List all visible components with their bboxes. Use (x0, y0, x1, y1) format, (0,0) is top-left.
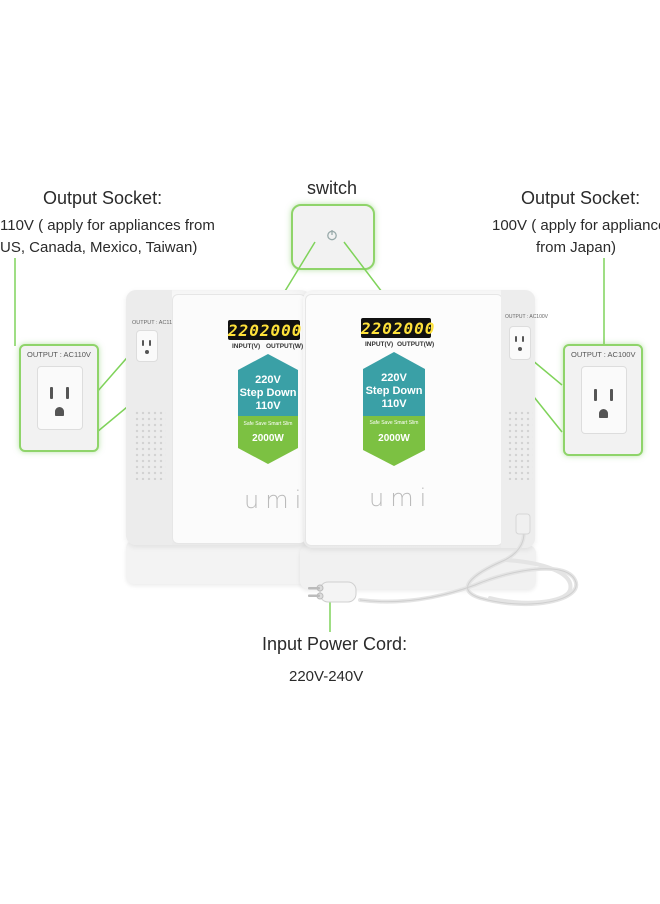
right-socket-desc-line2: from Japan) (536, 239, 617, 256)
right-badge-tagline: Safe Save Smart Slim (369, 420, 419, 426)
right-device-logo: umi (369, 484, 433, 512)
right-badge-line2: Step Down (365, 385, 423, 397)
left-device-display: 220 2000 (228, 320, 303, 340)
right-display-input: 220 (361, 318, 393, 338)
right-display-output: 2000 (392, 318, 436, 338)
right-device-vent (507, 410, 533, 480)
left-display-cap-in: INPUT(V) (232, 343, 261, 350)
left-display-input: 220 (228, 320, 260, 340)
right-socket-title: Output Socket: (521, 188, 641, 208)
left-device-side-caption: OUTPUT : AC110V (132, 320, 179, 326)
right-converter-device: OUTPUT : AC100V 220 2000 INPUT(V) OUTPUT… (303, 290, 548, 548)
left-outlet-callout: OUTPUT : AC110V (19, 344, 99, 452)
right-device-badge (363, 352, 425, 466)
left-socket-desc-line1: 110V ( apply for appliances from (0, 217, 215, 234)
input-cord-desc: 220V-240V (289, 668, 364, 685)
input-cord-title: Input Power Cord: (262, 634, 408, 654)
left-badge-line2: Step Down (239, 387, 297, 399)
left-device-badge (238, 354, 298, 464)
outlet-icon (136, 330, 158, 362)
left-display-cap-out: OUTPUT(W) (266, 343, 304, 350)
left-socket-desc-line2: US, Canada, Mexico, Taiwan) (0, 239, 198, 256)
right-display-cap-out: OUTPUT(W) (397, 341, 435, 348)
left-outlet-caption: OUTPUT : AC110V (27, 350, 91, 359)
right-outlet-caption: OUTPUT : AC100V (571, 350, 636, 359)
left-badge-tagline: Safe Save Smart Slim (243, 421, 293, 427)
right-socket-desc-line1: 100V ( apply for appliances (492, 217, 660, 234)
plug-icon (306, 578, 362, 606)
left-badge-line1: 220V (255, 374, 281, 386)
right-outlet-callout: OUTPUT : AC100V (563, 344, 643, 456)
left-socket-title: Output Socket: (43, 188, 163, 208)
right-display-cap-in: INPUT(V) (365, 341, 394, 348)
left-converter-device: OUTPUT : AC110V 220 2000 INPUT(V) OUTPUT… (126, 290, 311, 545)
right-badge-watt: 2000W (378, 433, 410, 444)
left-badge-watt: 2000W (252, 433, 284, 444)
outlet-icon (581, 366, 627, 434)
right-badge-line3: 110V (381, 398, 407, 410)
left-display-output: 2000 (259, 320, 303, 340)
right-device-side-caption: OUTPUT : AC100V (505, 314, 548, 320)
outlet-icon (37, 366, 83, 430)
right-badge-line1: 220V (381, 372, 407, 384)
left-device-base (126, 540, 311, 584)
right-device-display: 220 2000 (361, 318, 434, 338)
left-device-logo: umi (244, 486, 308, 514)
left-device-vent (134, 410, 166, 480)
left-badge-line3: 110V (255, 400, 281, 412)
power-icon (326, 228, 338, 241)
outlet-icon (509, 326, 531, 360)
switch-label: switch (307, 178, 358, 198)
